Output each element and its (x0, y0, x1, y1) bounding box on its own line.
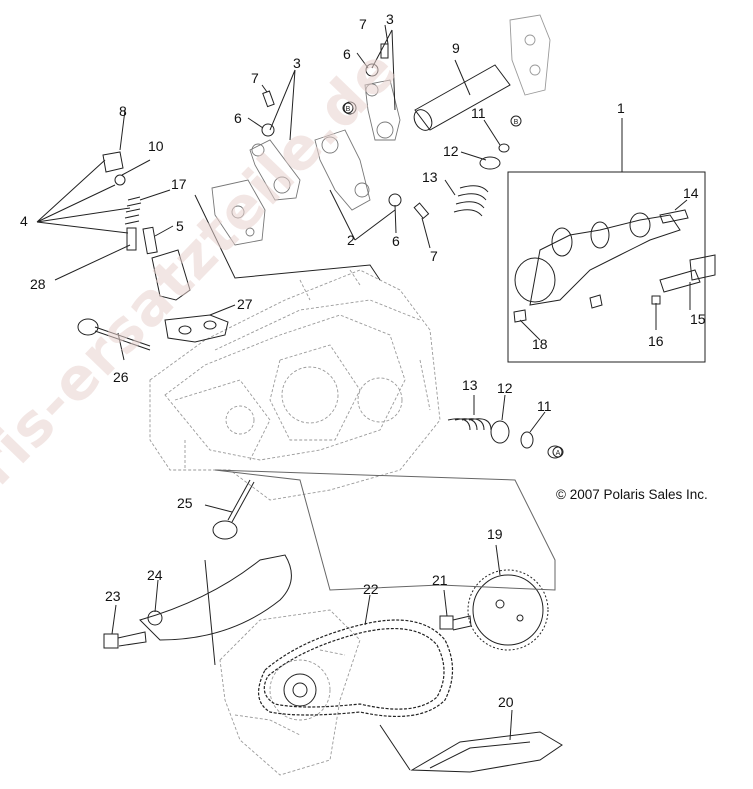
callout-22: 22 (363, 581, 379, 597)
rocker-support (211, 179, 266, 246)
adjuster-nuts (261, 63, 402, 207)
callout-16: 16 (648, 333, 664, 349)
callout-7c: 7 (430, 248, 438, 264)
callout-27: 27 (237, 296, 253, 312)
callout-12b: 12 (497, 380, 513, 396)
callout-6c: 6 (392, 233, 400, 249)
callout-5: 5 (176, 218, 184, 234)
callout-11b: 11 (537, 398, 552, 414)
cam-chain (258, 619, 454, 717)
callout-28: 28 (30, 276, 46, 292)
callout-7a: 7 (359, 16, 367, 32)
callout-24: 24 (147, 567, 163, 583)
valve-spring-upper (453, 143, 510, 217)
copyright-text: © 2007 Polaris Sales Inc. (556, 487, 708, 502)
marker-a: A (556, 450, 561, 457)
intake-valve (77, 318, 151, 351)
cam-sprocket (467, 569, 549, 651)
callout-6a: 6 (343, 46, 351, 62)
rocker-arm-right (364, 79, 401, 141)
chain-tensioner (102, 151, 191, 301)
circle-markers (342, 102, 564, 458)
callout-2: 2 (347, 232, 355, 248)
rocker-arm-left (249, 139, 301, 201)
engine-case (219, 609, 361, 776)
bolt-21 (439, 615, 472, 631)
callout-14: 14 (683, 185, 699, 201)
callout-4: 4 (20, 213, 28, 229)
rocker-shaft-bracket (509, 14, 551, 96)
callout-1: 1 (617, 100, 625, 116)
callout-19: 19 (487, 526, 503, 542)
crank-sprocket (283, 673, 317, 707)
callout-12a: 12 (443, 143, 459, 159)
marker-b-upper: B (346, 106, 351, 113)
callout-15: 15 (690, 311, 706, 327)
callout-7b: 7 (251, 70, 259, 86)
callout-8: 8 (119, 103, 127, 119)
camshaft-assembly-box (507, 171, 716, 363)
callout-3a: 3 (386, 11, 394, 27)
callout-9: 9 (452, 40, 460, 56)
exhaust-valve (212, 479, 255, 540)
rocker-arm-center (314, 129, 371, 211)
callout-18: 18 (532, 336, 548, 352)
cylinder-head (149, 269, 441, 501)
callout-23: 23 (105, 588, 121, 604)
callout-10: 10 (148, 138, 164, 154)
gasket (164, 314, 229, 343)
callout-6b: 6 (234, 110, 242, 126)
rocker-shaft (413, 64, 511, 131)
leader-lines (36, 24, 691, 771)
valve-spring-lower (447, 418, 563, 459)
callout-13a: 13 (422, 169, 438, 185)
callout-11a: 11 (471, 105, 486, 121)
callout-13b: 13 (462, 377, 478, 393)
callout-20: 20 (498, 694, 514, 710)
callout-17: 17 (171, 176, 187, 192)
marker-b-right: B (514, 119, 519, 126)
bolt-23 (103, 631, 147, 649)
callout-25: 25 (177, 495, 193, 511)
callout-26: 26 (113, 369, 129, 385)
callout-21: 21 (432, 572, 448, 588)
chain-guide-lower (410, 731, 563, 773)
callout-3b: 3 (293, 55, 301, 71)
